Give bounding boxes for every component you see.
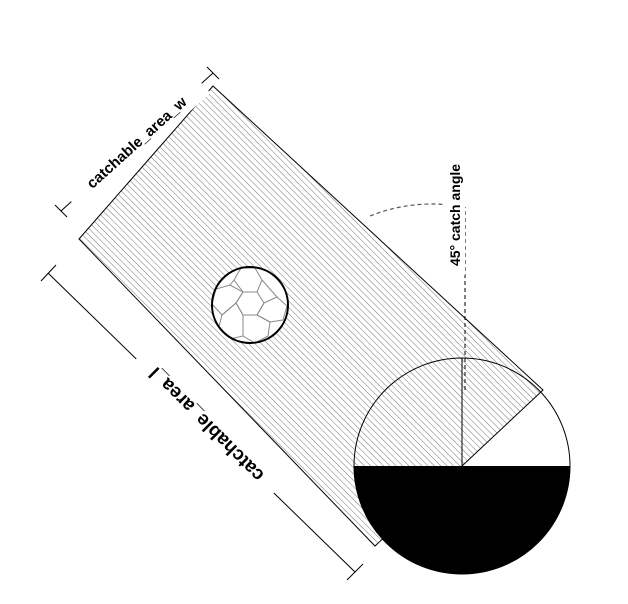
catch-angle-label: 45° catch angle: [447, 164, 463, 266]
soccer-ball-icon: [211, 266, 289, 344]
